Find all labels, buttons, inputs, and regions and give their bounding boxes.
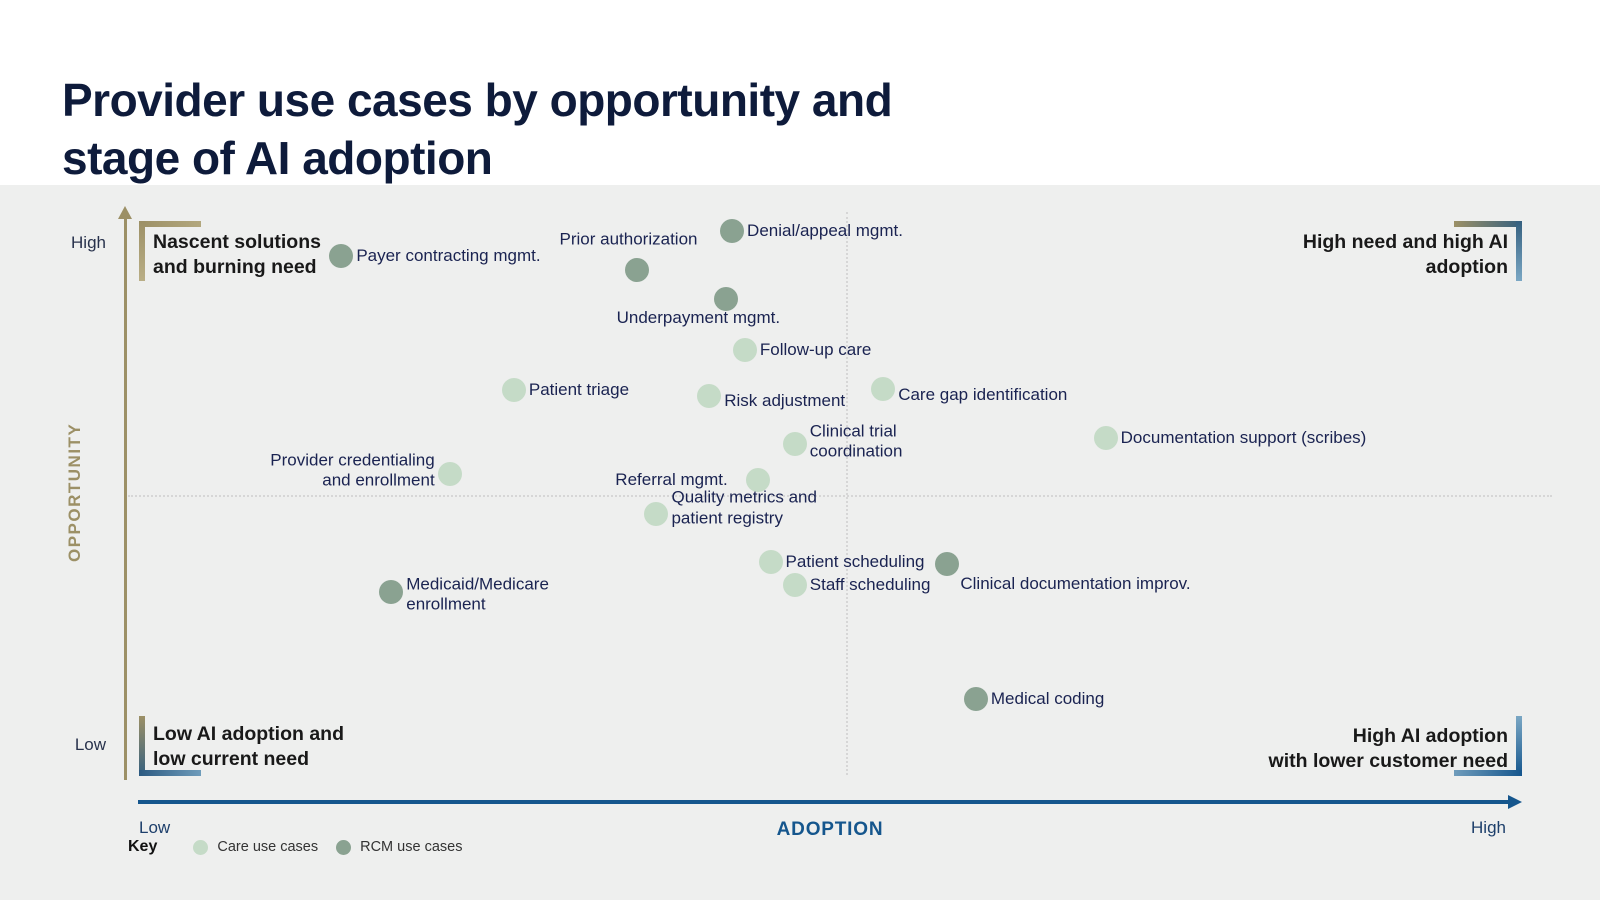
vertical-midline <box>846 212 848 775</box>
y-axis-title: OPPORTUNITY <box>65 422 84 562</box>
data-point-label: Clinical trial coordination <box>809 421 903 462</box>
data-point-label: Care gap identification <box>898 384 1068 404</box>
data-point-care <box>437 462 462 487</box>
bracket-top-right-horizontal <box>1454 221 1522 227</box>
data-point-label: Payer contracting mgmt. <box>356 245 541 265</box>
data-point-label: Documentation support (scribes) <box>1120 427 1367 447</box>
legend-item-label: Care use cases <box>217 839 319 855</box>
data-point-label: Staff scheduling <box>809 574 931 594</box>
bracket-bottom-left-horizontal <box>139 770 201 776</box>
chart-background-panel <box>0 185 1600 900</box>
x-axis-low-label: Low <box>139 818 171 837</box>
data-point-label: Medical coding <box>990 688 1105 708</box>
bracket-bottom-left-vertical <box>139 716 145 776</box>
data-point-label: Referral mgmt. <box>615 469 728 489</box>
data-point-label: Follow-up care <box>759 339 872 359</box>
data-point-label: Patient scheduling <box>785 551 925 571</box>
data-point-care <box>732 337 757 362</box>
data-point-care <box>758 549 783 574</box>
legend-item-care: Care use cases <box>193 839 318 855</box>
bracket-bottom-right-vertical <box>1516 716 1522 776</box>
horizontal-midline <box>128 495 1552 497</box>
y-axis-high-label: High <box>71 233 106 252</box>
data-point-care <box>745 467 770 492</box>
x-axis-arrow-icon <box>1508 795 1522 809</box>
y-axis-arrow-icon <box>118 206 132 219</box>
x-axis-title: ADOPTION <box>776 819 884 840</box>
data-point-label: Medicaid/Medicare enrollment <box>406 574 549 614</box>
quadrant-label-top-right: High need and high AI adoption <box>1302 231 1508 279</box>
data-point-care <box>697 383 722 408</box>
data-point-care <box>782 572 807 597</box>
data-point-care <box>782 432 807 457</box>
data-point-label: Patient triage <box>528 379 630 399</box>
data-point-care <box>871 376 896 401</box>
data-point-rcm <box>624 257 649 282</box>
page-title-line1: Provider use cases by opportunity and <box>62 73 893 126</box>
data-point-rcm <box>329 244 354 269</box>
data-point-rcm <box>935 552 960 577</box>
page-title-line2: stage of AI adoption <box>62 132 493 185</box>
legend-swatch-rcm <box>336 839 352 855</box>
bracket-bottom-right-horizontal <box>1454 770 1522 776</box>
data-point-label: Provider credentialing and enrollment <box>270 450 435 491</box>
data-point-rcm <box>379 579 404 604</box>
page-title: Provider use cases by opportunity and st… <box>62 71 1162 188</box>
data-point-care <box>644 502 669 527</box>
data-point-label: Prior authorization <box>559 229 698 249</box>
x-axis-high-label: High <box>1471 818 1506 837</box>
legend-item-label: RCM use cases <box>360 839 463 855</box>
data-point-rcm <box>963 687 988 712</box>
legend-item-rcm: RCM use cases <box>336 839 462 855</box>
bracket-top-left-vertical <box>139 221 145 281</box>
data-point-label: Underpayment mgmt. <box>616 308 781 328</box>
data-point-label: Risk adjustment <box>724 390 846 410</box>
legend-key-label: Key <box>128 838 158 855</box>
quadrant-label-bottom-left: Low AI adoption and low current need <box>153 723 345 771</box>
data-point-care <box>501 377 526 402</box>
quadrant-label-bottom-right: High AI adoption with lower customer nee… <box>1268 725 1508 773</box>
bracket-top-left-horizontal <box>139 221 201 227</box>
legend-items: Care use cases RCM use cases <box>193 839 480 855</box>
data-point-label: Clinical documentation improv. <box>960 574 1191 594</box>
x-axis-line <box>138 800 1510 804</box>
quadrant-label-top-left: Nascent solutions and burning need <box>153 231 321 279</box>
data-point-care <box>1093 426 1118 451</box>
data-point-rcm <box>714 287 739 312</box>
data-point-label: Denial/appeal mgmt. <box>747 220 903 240</box>
data-point-label: Quality metrics and patient registry <box>671 487 817 528</box>
legend: Key Care use cases RCM use cases <box>128 838 480 856</box>
legend-swatch-care <box>193 839 209 855</box>
y-axis-line <box>124 218 127 780</box>
y-axis-low-label: Low <box>74 735 106 754</box>
bracket-top-right-vertical <box>1516 221 1522 281</box>
data-point-rcm <box>720 218 745 243</box>
